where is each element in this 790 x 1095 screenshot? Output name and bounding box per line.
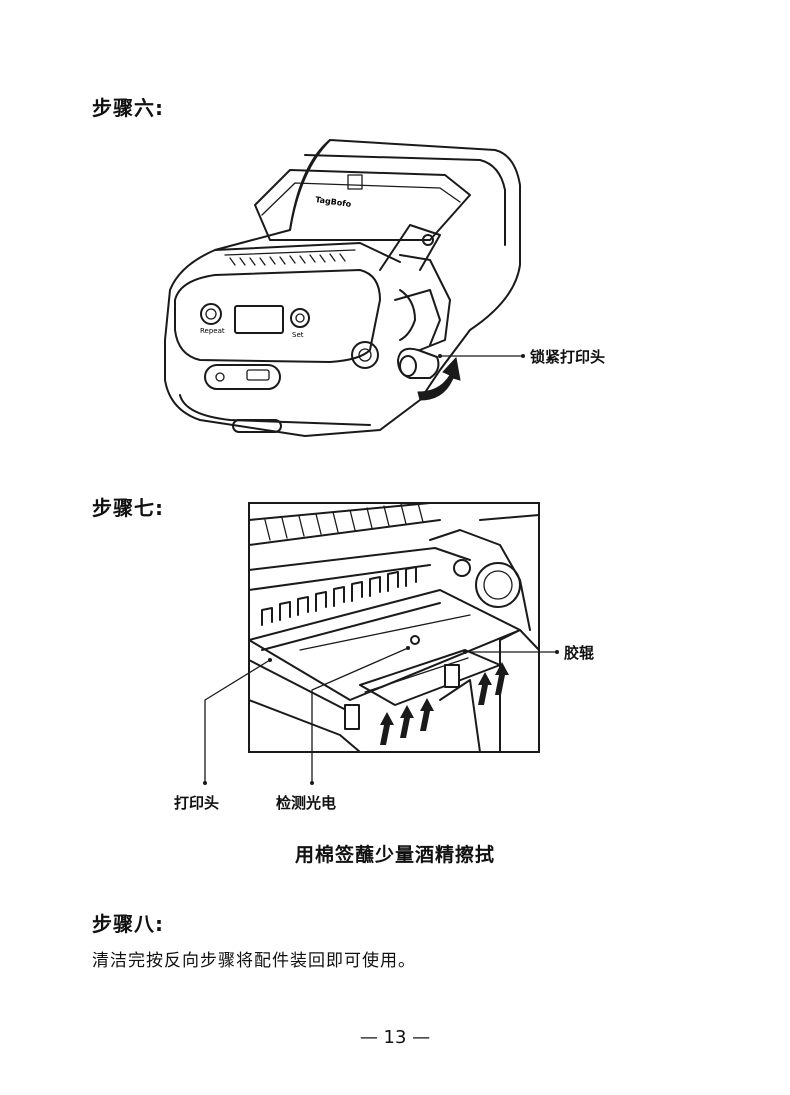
brand-qr-icon xyxy=(347,174,363,190)
figure2-caption: 用棉签蘸少量酒精擦拭 xyxy=(294,844,495,866)
step-6-title: 步骤六: xyxy=(92,96,164,120)
set-label: Set xyxy=(292,331,304,339)
callout-printhead: 打印头 xyxy=(174,794,220,812)
power-button-icon xyxy=(200,303,222,325)
step-8-title: 步骤八: xyxy=(92,912,164,936)
callout-roller: 胶辊 xyxy=(564,644,595,662)
repeat-label: Repeat xyxy=(200,327,225,335)
mechanism-frame xyxy=(248,502,540,753)
callout-sensor: 检测光电 xyxy=(276,794,337,812)
rotate-arrow-icon xyxy=(417,356,461,401)
step-7-title: 步骤七: xyxy=(92,496,164,520)
step-8-text: 清洁完按反向步骤将配件装回即可使用。 xyxy=(92,951,416,971)
page-number: — 13 — xyxy=(359,1027,431,1048)
lcd-screen xyxy=(234,305,284,334)
port-panel xyxy=(204,364,281,390)
set-button-icon xyxy=(290,308,310,328)
callout-lock-printhead: 锁紧打印头 xyxy=(530,348,606,366)
